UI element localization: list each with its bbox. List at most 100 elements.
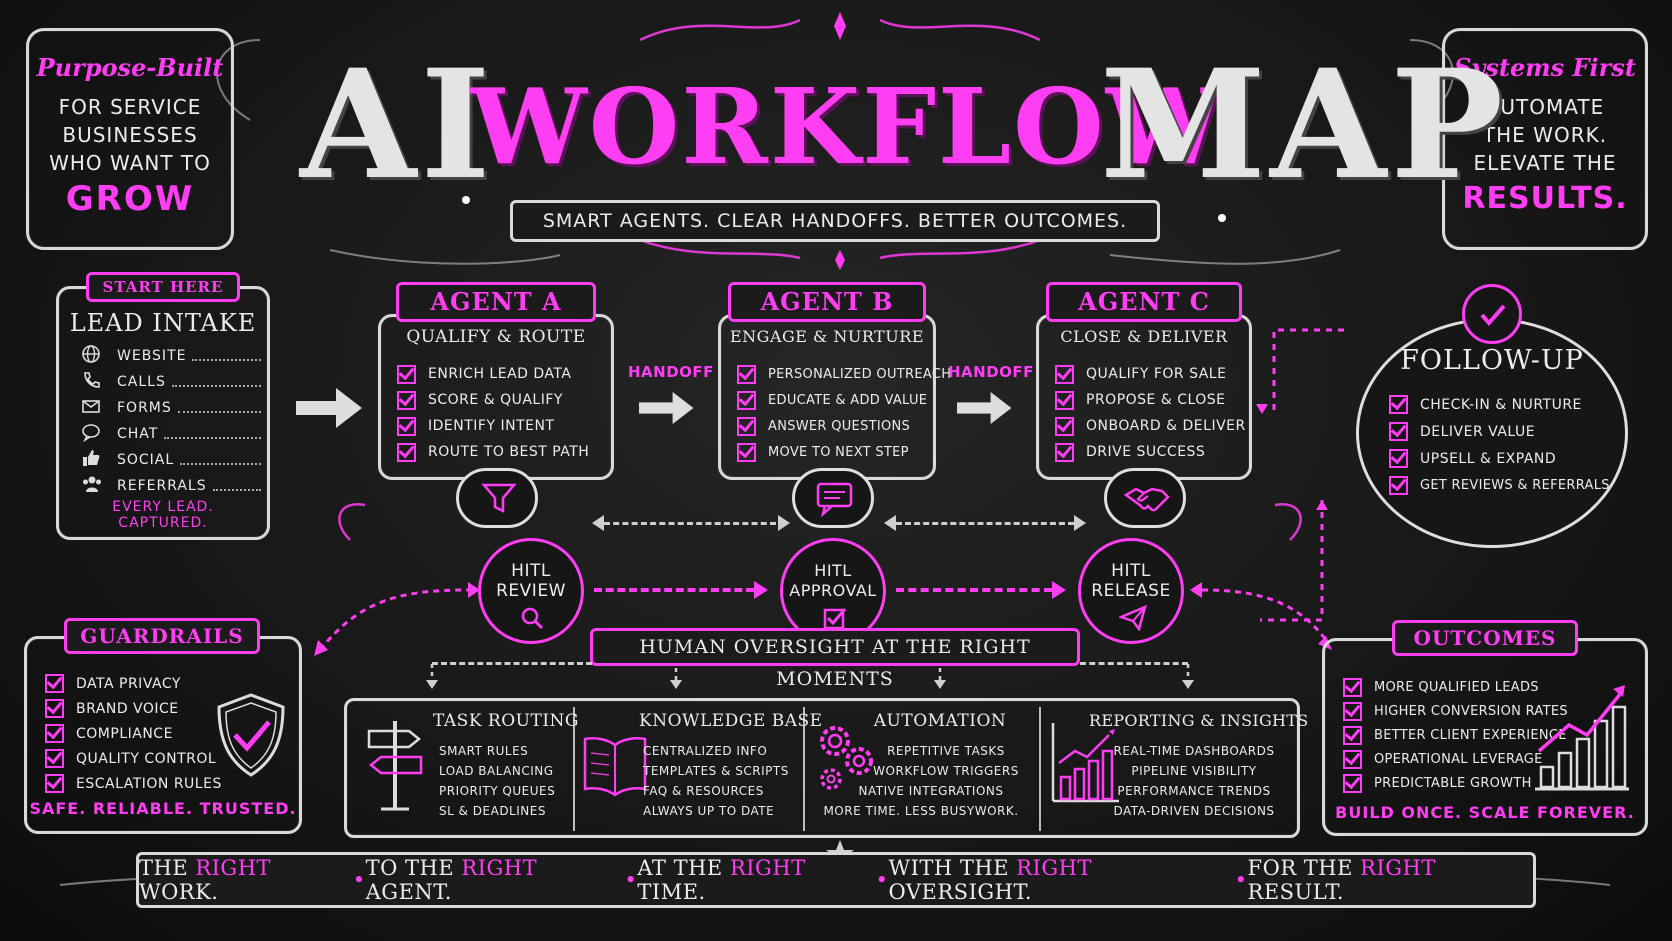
guardrail-item: COMPLIANCE [45, 721, 222, 746]
shield-check-icon [217, 693, 285, 777]
agent-task: PERSONALIZED OUTREACH [737, 361, 951, 387]
agent-task: DRIVE SUCCESS [1055, 439, 1246, 465]
hitl-review-node: HITL REVIEW [478, 538, 584, 644]
purpose-built-card: Purpose-Built FOR SERVICE BUSINESSES WHO… [26, 28, 234, 250]
checkbox-icon [1055, 364, 1074, 384]
title-map: MAP [1100, 37, 1508, 213]
footer-phrase: THE RIGHT WORK. [139, 856, 353, 904]
footer-phrase: AT THE RIGHT TIME. [637, 856, 875, 904]
follow-up-label: DELIVER VALUE [1420, 423, 1536, 440]
pillar-item: PIPELINE VISIBILITY [1131, 764, 1257, 778]
agent-c-tasks: QUALIFY FOR SALE PROPOSE & CLOSE ONBOARD… [1055, 361, 1246, 465]
start-here-ribbon: START HERE [73, 272, 253, 306]
checkbox-icon [737, 364, 756, 384]
agent-task: ANSWER QUESTIONS [737, 413, 951, 439]
funnel-icon [481, 483, 517, 514]
dotted-leader [180, 455, 261, 465]
intake-channel: CHAT [81, 421, 261, 447]
pillar-item: LOAD BALANCING [439, 764, 554, 778]
outcome-item: OPERATIONAL LEVERAGE [1343, 747, 1568, 771]
task-label: MOVE TO NEXT STEP [768, 444, 909, 460]
follow-up-panel: FOLLOW-UP CHECK-IN & NURTURE DELIVER VAL… [1356, 318, 1628, 548]
checkbox-icon [45, 674, 64, 693]
pillar-item: ALWAYS UP TO DATE [643, 804, 775, 818]
signpost-icon [367, 721, 423, 811]
dotted-leader [192, 351, 261, 361]
systems-first-heading: Systems First [1454, 53, 1636, 82]
pillar-item: REPETITIVE TASKS [887, 744, 1005, 758]
footer-phrase: WITH THE RIGHT OVERSIGHT. [889, 856, 1235, 904]
pillar-items: CENTRALIZED INFO TEMPLATES & SCRIPTS FAQ… [643, 741, 789, 821]
phone-icon [81, 370, 103, 394]
arrowhead [778, 515, 790, 531]
subtitle-banner: SMART AGENTS. CLEAR HANDOFFS. BETTER OUT… [510, 200, 1160, 242]
purpose-line: FOR SERVICE [58, 95, 202, 119]
arrowhead [884, 515, 896, 531]
hitl-release-label: HITL RELEASE [1081, 561, 1181, 601]
outcome-item: HIGHER CONVERSION RATES [1343, 699, 1568, 723]
pillar-item: MORE TIME. LESS BUSYWORK. [823, 804, 1019, 818]
footer-highlight: RIGHT [195, 856, 272, 880]
outcome-label: MORE QUALIFIED LEADS [1374, 679, 1539, 695]
follow-up-item: CHECK-IN & NURTURE [1389, 391, 1610, 418]
outcome-item: MORE QUALIFIED LEADS [1343, 675, 1568, 699]
pillar-items: SMART RULES LOAD BALANCING PRIORITY QUEU… [439, 741, 555, 821]
guardrail-label: DATA PRIVACY [76, 675, 181, 692]
handshake-badge [1104, 468, 1186, 528]
footer-text: OVERSIGHT. [888, 880, 1033, 904]
agent-c-ribbon: AGENT C [1033, 282, 1255, 323]
agent-task: ONBOARD & DELIVER [1055, 413, 1246, 439]
pillar-items: REPETITIVE TASKS WORKFLOW TRIGGERS NATIV… [803, 741, 1039, 821]
handoff-label-2: HANDOFF [948, 363, 1034, 381]
pillar-item: REAL-TIME DASHBOARDS [1113, 744, 1275, 758]
follow-up-item: UPSELL & EXPAND [1389, 445, 1610, 472]
hitl-connector [594, 588, 754, 592]
agent-task: QUALIFY FOR SALE [1055, 361, 1246, 387]
intake-tagline: EVERY LEAD. CAPTURED. [59, 499, 267, 531]
grow-highlight: GROW [65, 179, 195, 219]
intake-channel-list: WEBSITE CALLS FORMS CHAT SOCIAL [81, 343, 261, 499]
pillar-item: FAQ & RESOURCES [643, 784, 764, 798]
guardrail-label: QUALITY CONTROL [76, 750, 217, 767]
guardrail-label: COMPLIANCE [76, 725, 173, 742]
outcomes-list: MORE QUALIFIED LEADS HIGHER CONVERSION R… [1343, 675, 1568, 795]
intake-arrow [296, 388, 362, 428]
outcomes-tagline: BUILD ONCE. SCALE FOREVER. [1335, 803, 1635, 822]
footer-text: FOR THE [1247, 856, 1361, 880]
oversight-branch [432, 662, 592, 665]
outcome-label: PREDICTABLE GROWTH [1374, 775, 1532, 791]
thumbs-up-icon [81, 448, 103, 472]
pillar-divider [573, 707, 575, 831]
checkbox-icon [1343, 725, 1362, 745]
checkbox-icon [737, 416, 756, 436]
checkbox-icon [1389, 449, 1408, 468]
pillar-divider [1039, 707, 1041, 831]
pillars-panel: TASK ROUTING SMART RULES LOAD BALANCING … [344, 698, 1308, 838]
footer-phrase: TO THE RIGHT AGENT. [366, 856, 625, 904]
purpose-built-heading: Purpose-Built [36, 53, 224, 82]
dashed-connector [896, 522, 1074, 525]
left-oversight-arrows [314, 582, 480, 656]
pillar-title: TASK ROUTING [433, 711, 580, 731]
arrowhead [1074, 515, 1086, 531]
handoff-label-1: HANDOFF [628, 363, 714, 381]
arrowhead [592, 515, 604, 531]
agent-task: MOVE TO NEXT STEP [737, 439, 951, 465]
task-label: QUALIFY FOR SALE [1086, 366, 1227, 382]
guardrail-label: BRAND VOICE [76, 700, 179, 717]
lead-intake-panel: LEAD INTAKE WEBSITE CALLS FORMS CHAT [56, 286, 270, 540]
handshake-icon [1123, 487, 1170, 512]
checkbox-icon [1343, 677, 1362, 697]
pillar-items: REAL-TIME DASHBOARDS PIPELINE VISIBILITY… [1089, 741, 1299, 821]
pillar-item: PERFORMANCE TRENDS [1117, 784, 1271, 798]
task-label: ROUTE TO BEST PATH [428, 444, 590, 460]
checkbox-icon [45, 774, 64, 793]
hitl-connector [896, 588, 1052, 592]
right-oversight-arrows [1190, 582, 1332, 650]
dashed-connector [604, 522, 776, 525]
agent-task: ROUTE TO BEST PATH [397, 439, 589, 465]
title-workflow: WORKFLOW [470, 65, 1225, 188]
title-ai: AI [300, 37, 495, 213]
hitl-line: HITL [1111, 561, 1151, 581]
paper-plane-icon [1119, 605, 1147, 631]
